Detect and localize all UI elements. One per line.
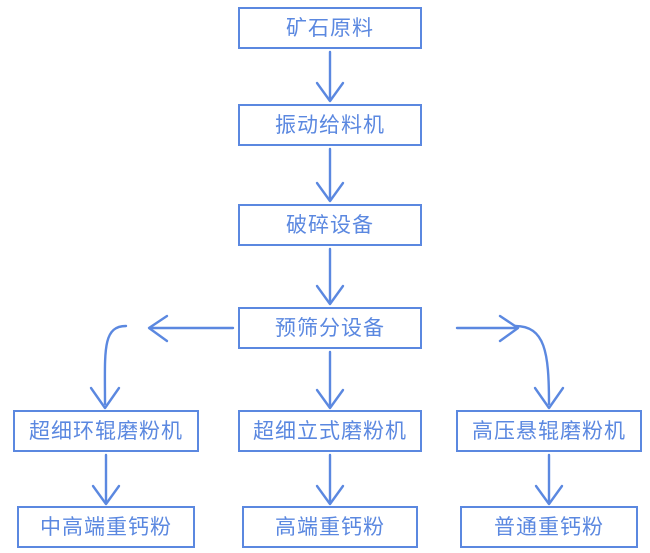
connector-right-curve-to-mill-right xyxy=(505,318,580,413)
node-crushing-equipment[interactable]: 破碎设备 xyxy=(238,204,422,246)
node-label: 高压悬辊磨粉机 xyxy=(472,419,626,443)
node-label: 振动给料机 xyxy=(275,113,385,137)
connector-left-curve-to-mill-left xyxy=(78,318,148,413)
node-label: 超细环辊磨粉机 xyxy=(29,419,183,443)
node-ultrafine-vertical-mill[interactable]: 超细立式磨粉机 xyxy=(238,410,422,452)
node-high-pressure-suspension-roller-mill[interactable]: 高压悬辊磨粉机 xyxy=(456,410,642,452)
node-label: 中高端重钙粉 xyxy=(40,515,172,539)
connector-feeder-to-crusher xyxy=(300,147,360,205)
connector-screen-to-mill-center xyxy=(300,350,360,412)
node-pre-screening-equipment[interactable]: 预筛分设备 xyxy=(238,307,422,349)
node-label: 预筛分设备 xyxy=(275,316,385,340)
node-ordinary-heavy-calcium-powder[interactable]: 普通重钙粉 xyxy=(460,506,638,548)
connector-mill-center-to-product-center xyxy=(300,453,360,508)
connector-crusher-to-screen xyxy=(300,247,360,308)
node-label: 普通重钙粉 xyxy=(494,515,604,539)
connector-screen-to-left-arrow xyxy=(140,312,235,352)
node-ore-raw-material[interactable]: 矿石原料 xyxy=(238,7,422,49)
node-label: 超细立式磨粉机 xyxy=(253,419,407,443)
connector-screen-to-right-arrow xyxy=(455,312,535,352)
node-mid-high-grade-heavy-calcium-powder[interactable]: 中高端重钙粉 xyxy=(17,506,195,548)
connector-ore-to-feeder xyxy=(300,50,360,105)
connector-mill-right-to-product-right xyxy=(519,453,579,508)
node-label: 破碎设备 xyxy=(286,213,374,237)
node-vibrating-feeder[interactable]: 振动给料机 xyxy=(238,104,422,146)
node-high-grade-heavy-calcium-powder[interactable]: 高端重钙粉 xyxy=(242,506,418,548)
node-label: 矿石原料 xyxy=(286,16,374,40)
connector-mill-left-to-product-left xyxy=(76,453,136,508)
node-label: 高端重钙粉 xyxy=(275,515,385,539)
node-ultrafine-ring-roller-mill[interactable]: 超细环辊磨粉机 xyxy=(13,410,199,452)
